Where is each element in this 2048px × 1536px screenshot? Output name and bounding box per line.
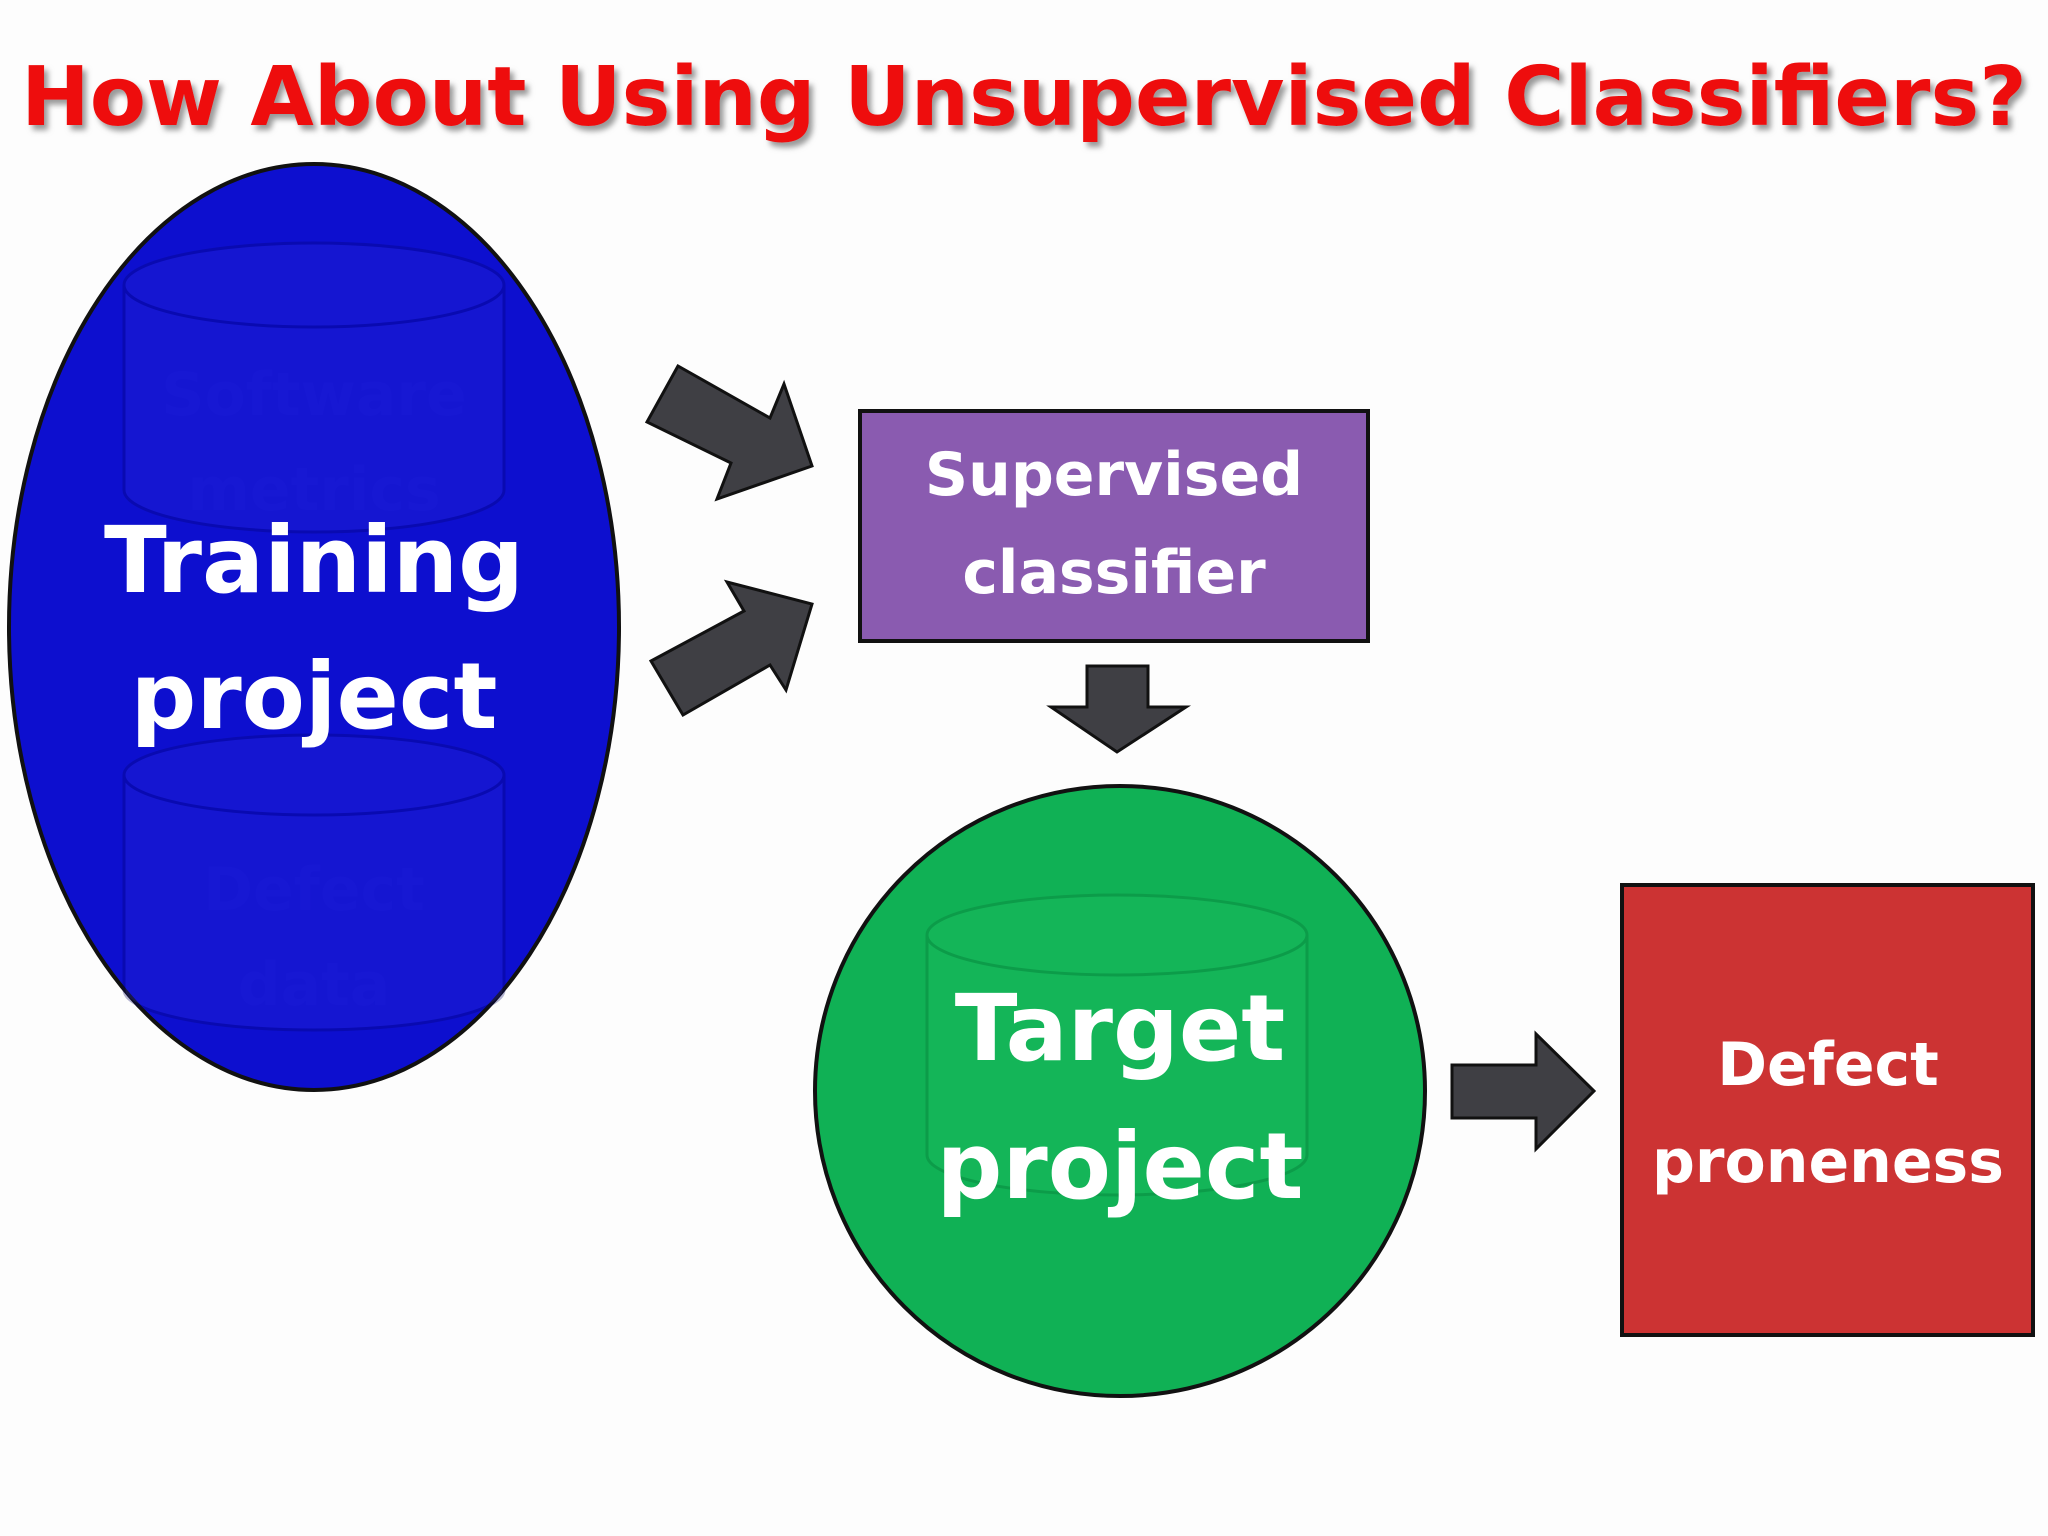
proneness-label: proneness [1652,1127,2004,1197]
software-metrics-database-icon [122,241,506,534]
defect-proneness-box [1620,883,2035,1337]
training-project-ellipse [7,162,621,1092]
defect-data-database-icon [122,733,506,1032]
metrics-ghost-label: metrics [187,455,440,525]
data-ghost-label: data [238,950,391,1020]
training-project-label: project [131,643,498,750]
arrow-upper-to-classifier-icon [644,363,814,502]
target-project-label: project [937,1113,1304,1220]
defect-proneness-node: Defect proneness [1620,883,2035,1337]
supervised-label: Supervised [925,440,1303,510]
software-metrics-ghost-label: Software [161,360,466,430]
target-project-circle [813,784,1427,1398]
target-project-node: Target project [813,784,1427,1398]
defect-ghost-label: Defect [203,855,425,925]
supervised-classifier-node: Supervised classifier [858,409,1370,643]
classifier-label: classifier [962,538,1266,608]
arrow-right-to-defect-icon [1450,1030,1597,1153]
slide-title: How About Using Unsupervised Classifiers… [21,50,2027,145]
training-project-node: Software metrics Defect data Training pr… [7,162,621,1092]
supervised-classifier-box [858,409,1370,643]
training-label: Training [104,507,524,614]
software-metrics-target-database-icon [925,893,1309,1197]
target-label: Target [955,975,1286,1082]
defect-label: Defect [1717,1030,1939,1100]
arrow-lower-to-classifier-icon [648,579,814,718]
arrow-down-to-target-icon [1046,664,1192,754]
